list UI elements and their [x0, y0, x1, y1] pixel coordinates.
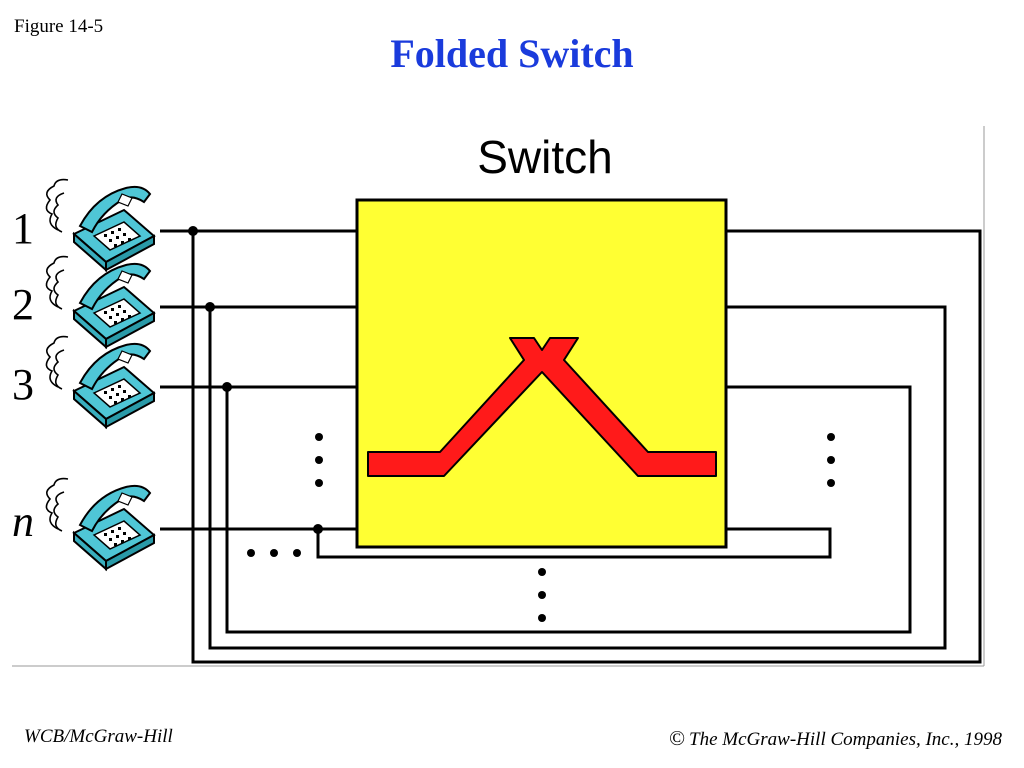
- telephone-3-icon: [45, 335, 155, 428]
- telephone-n: [45, 477, 155, 570]
- line-1-fold-loop: [191, 229, 982, 664]
- ellipsis-horizontal: [247, 549, 301, 557]
- ellipsis-right-vertical: [827, 433, 835, 487]
- line-2-fold-loop: [208, 305, 947, 650]
- telephone-n-icon: [45, 477, 155, 570]
- line-label-2: 2: [12, 280, 34, 329]
- wires: [160, 229, 982, 664]
- line-n-fold-loop: [316, 527, 832, 559]
- line-3-fold-loop: [225, 385, 912, 634]
- slide-title: Folded Switch: [390, 31, 634, 76]
- footer-copyright: ©The McGraw-Hill Companies, Inc., 1998: [669, 726, 1002, 751]
- telephone-2: [45, 255, 155, 348]
- switch-label: Switch: [477, 131, 612, 183]
- line-1-junction: [188, 226, 198, 236]
- ellipsis-bottom-vertical: [538, 568, 546, 622]
- crosspoint-connection: [367, 337, 717, 477]
- line-2-junction: [205, 302, 215, 312]
- junction-dots: [188, 226, 323, 534]
- telephone-2-icon: [45, 255, 155, 348]
- line-label-n: n: [12, 497, 34, 546]
- ellipsis-dots: [247, 433, 835, 622]
- figure-label: Figure 14-5: [14, 16, 104, 37]
- line-label-3: 3: [12, 360, 34, 409]
- line-3-junction: [222, 382, 232, 392]
- telephone-3: [45, 335, 155, 428]
- line-label-1: 1: [12, 204, 34, 253]
- copyright-symbol: ©: [669, 726, 686, 750]
- line-n-junction: [313, 524, 323, 534]
- ellipsis-left-vertical: [315, 433, 323, 487]
- crosspoint-connection-path: [367, 337, 717, 477]
- footer-publisher: WCB/McGraw-Hill: [24, 726, 173, 747]
- copyright-text: The McGraw-Hill Companies, Inc., 1998: [689, 729, 1002, 750]
